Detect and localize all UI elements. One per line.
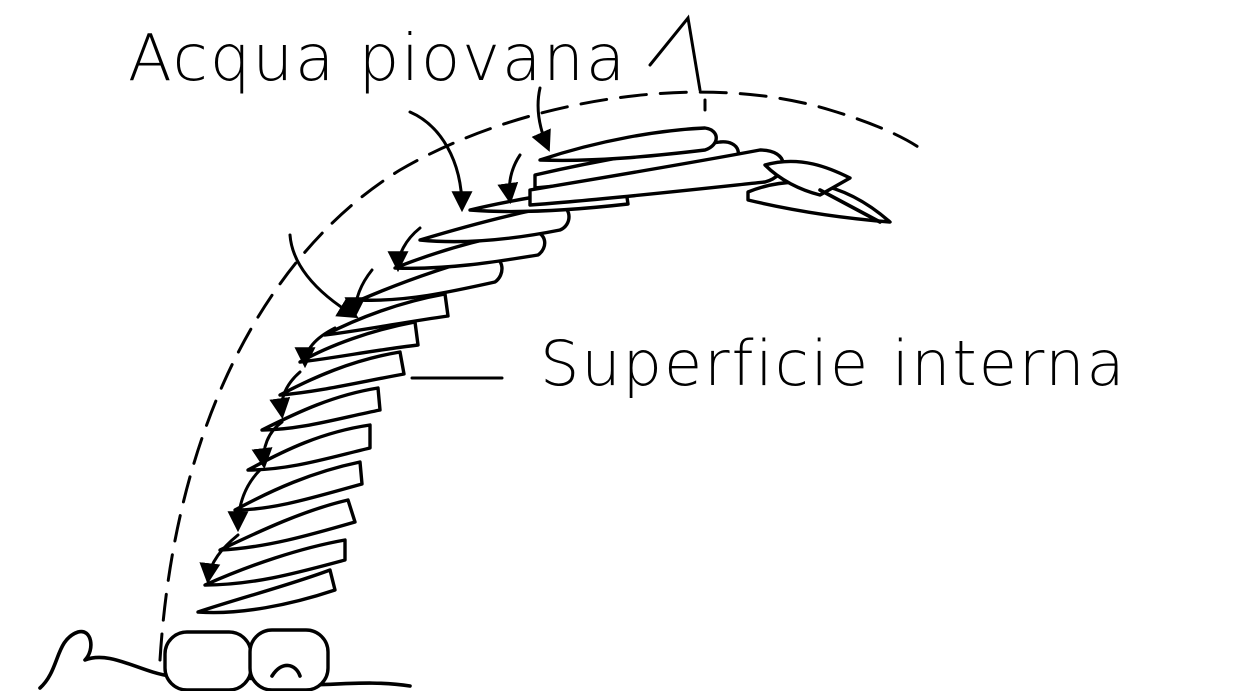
- inner-surface-label: Superficie interna: [540, 327, 1127, 400]
- rain-water-label: Acqua piovana: [128, 22, 627, 96]
- label-bracket: [650, 18, 705, 110]
- base-stones: [165, 630, 328, 690]
